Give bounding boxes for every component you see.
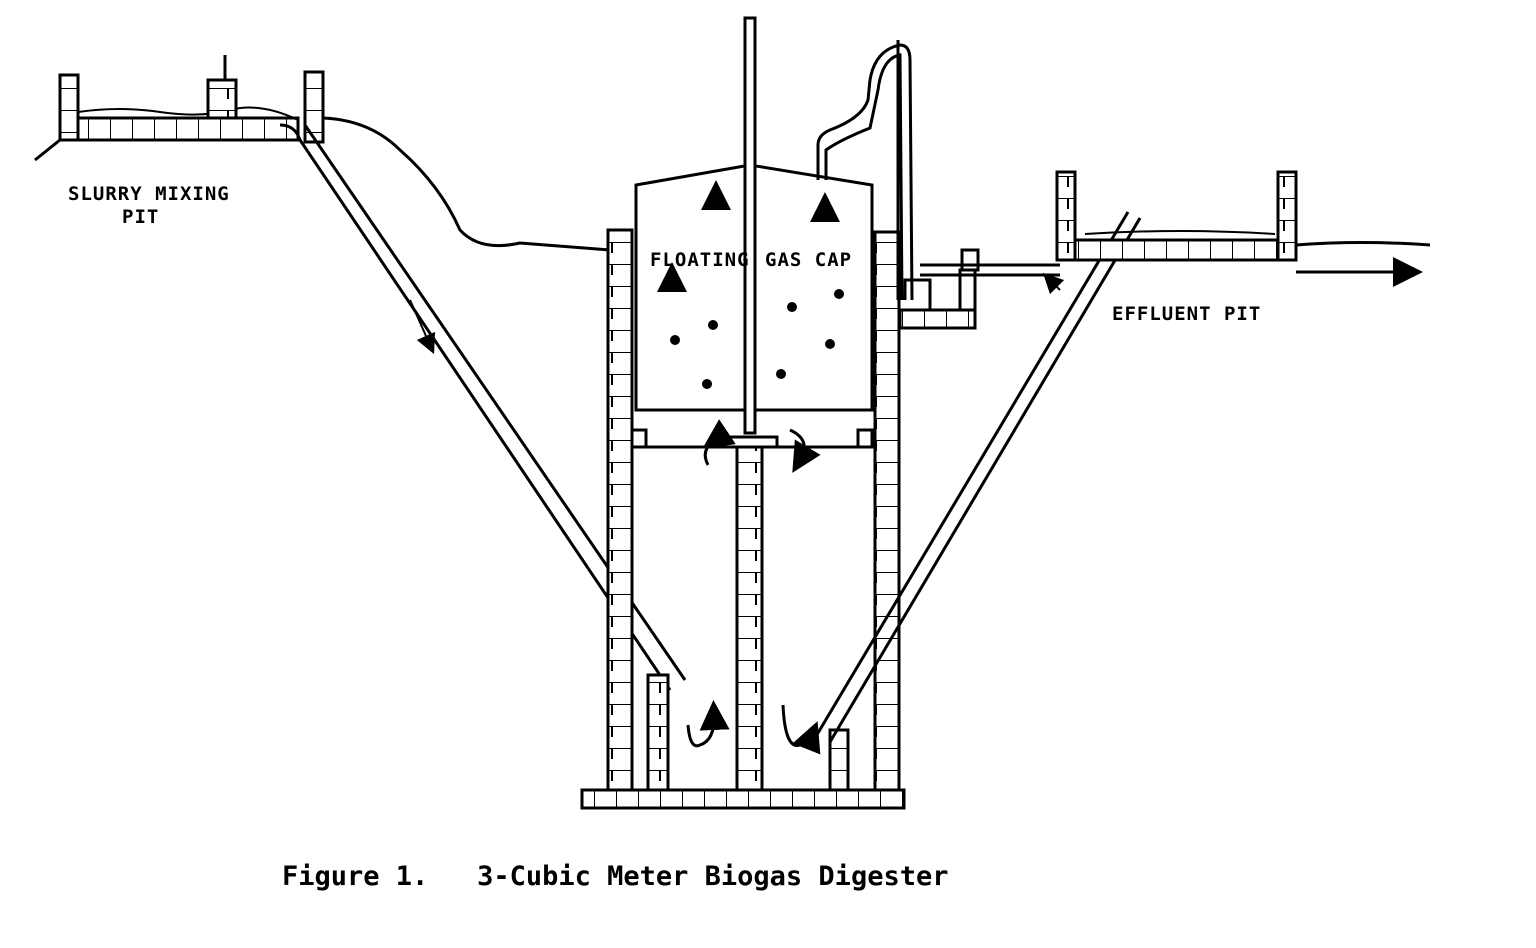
digester-right-wall — [873, 230, 901, 792]
gas-bubbles — [670, 289, 844, 389]
label-slurry-mixing: SLURRY MIXING — [68, 183, 230, 205]
inner-wall-right — [828, 728, 850, 792]
flow-arrows — [657, 180, 840, 755]
digester-floor — [580, 788, 906, 810]
outlet-pipe — [813, 211, 1142, 743]
figure-caption: Figure 1. 3-Cubic Meter Biogas Digester — [282, 861, 948, 892]
slurry-mixing-pit — [34, 55, 325, 162]
gas-outlet-pipe — [816, 43, 914, 301]
digester-left-wall — [606, 228, 634, 792]
label-pit: PIT — [122, 206, 159, 228]
ground-line-right — [1295, 241, 1431, 247]
label-effluent-pit: EFFLUENT PIT — [1112, 303, 1261, 325]
ground-line-left — [322, 116, 611, 252]
central-partition-column — [735, 445, 764, 792]
label-gas-cap: GAS CAP — [765, 249, 852, 271]
effluent-pit — [1055, 170, 1423, 287]
inner-wall-left — [646, 673, 670, 792]
label-floating: FLOATING — [650, 249, 750, 271]
guide-rod — [743, 16, 757, 435]
outlet-chamber — [898, 308, 977, 330]
